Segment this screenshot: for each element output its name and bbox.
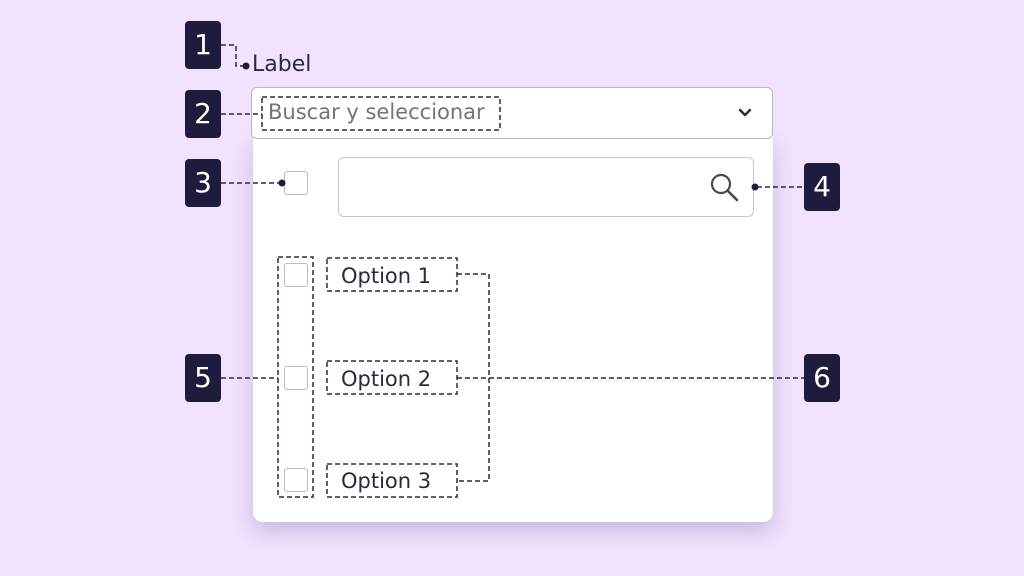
select-all-checkbox[interactable] xyxy=(284,171,308,195)
leader-dot-1 xyxy=(242,62,250,70)
callout-1: 1 xyxy=(185,21,221,69)
search-icon xyxy=(710,173,739,202)
callout-6: 6 xyxy=(804,354,840,402)
select-placeholder: Buscar y seleccionar xyxy=(268,100,485,124)
field-label: Label xyxy=(252,52,312,77)
leader-line-1 xyxy=(221,44,246,67)
callout-5: 5 xyxy=(185,354,221,402)
chevron-down-icon[interactable] xyxy=(737,106,753,120)
callout-2: 2 xyxy=(185,90,221,138)
option-1-label[interactable]: Option 1 xyxy=(341,264,432,288)
option-3-label[interactable]: Option 3 xyxy=(341,469,432,493)
callout-3: 3 xyxy=(185,159,221,207)
option-2-label[interactable]: Option 2 xyxy=(341,367,432,391)
option-2-checkbox[interactable] xyxy=(284,366,308,390)
option-3-checkbox[interactable] xyxy=(284,468,308,492)
callout-4: 4 xyxy=(804,163,840,211)
search-input[interactable] xyxy=(338,157,754,217)
option-1-checkbox[interactable] xyxy=(284,263,308,287)
